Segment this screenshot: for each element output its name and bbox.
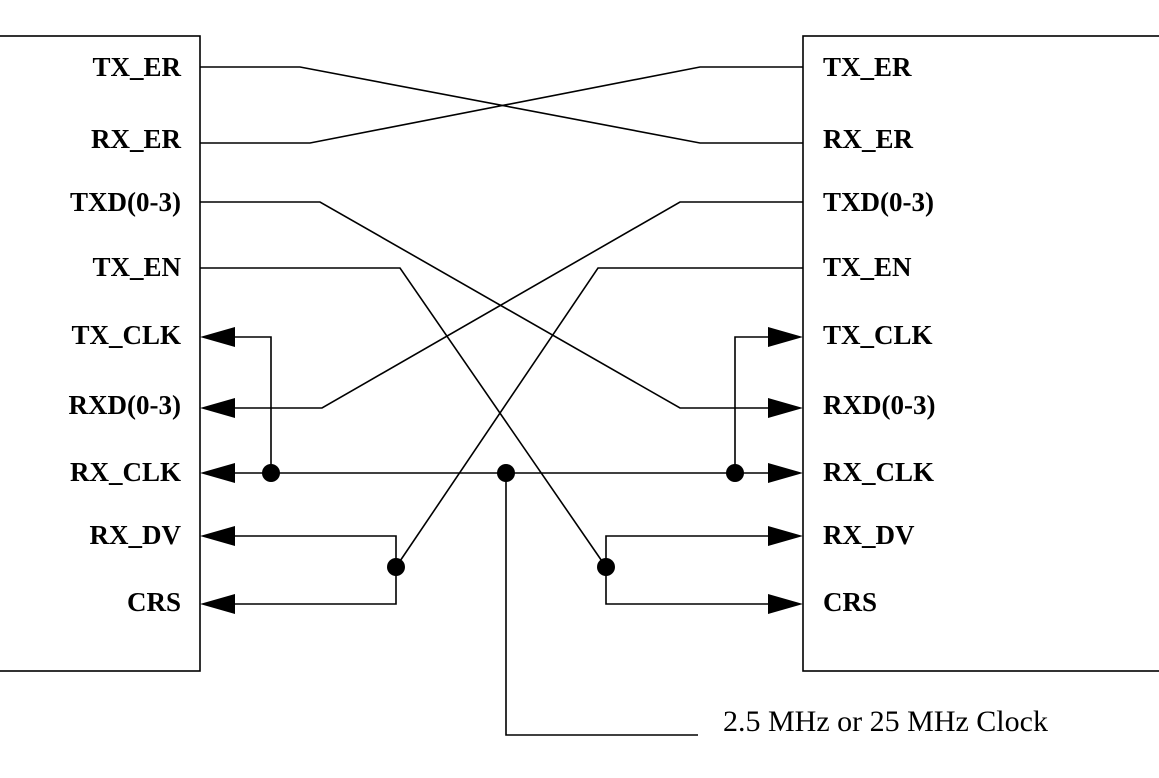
arrow-left-crs [200,594,235,614]
junction-left-clk [262,464,280,482]
wire-clock-source [505,473,698,736]
right-label-rx-er: RX_ER [823,124,914,154]
left-label-tx-clk: TX_CLK [71,320,181,350]
arrow-right-rx-clk [768,463,803,483]
right-label-crs: CRS [823,587,877,617]
left-label-rx-er: RX_ER [91,124,182,154]
right-label-rxd: RXD(0-3) [823,390,935,420]
arrow-left-tx-clk [200,327,235,347]
wire-rx-er-to-tx-er [200,66,803,144]
junction-right-rx-dv-crs [597,558,615,576]
right-label-tx-clk: TX_CLK [823,320,933,350]
wire-txd-right-to-rxd-left [232,201,803,409]
arrow-right-tx-clk [768,327,803,347]
junction-right-clk [726,464,744,482]
right-device-box [802,35,1159,672]
clock-source-label: 2.5 MHz or 25 MHz Clock [723,705,1048,738]
left-label-rx-dv: RX_DV [90,520,182,550]
wire-tx-en-right-to-rx-dv-left [395,267,803,568]
wire-txd-to-rxd [200,201,770,409]
right-label-rx-dv: RX_DV [823,520,915,550]
wire-crs-right-branch [605,567,770,605]
arrow-left-rx-clk [200,463,235,483]
arrow-right-crs [768,594,803,614]
arrow-right-rx-dv [768,526,803,546]
left-label-tx-en: TX_EN [92,252,181,282]
right-label-rx-clk: RX_CLK [823,457,934,487]
right-label-tx-en: TX_EN [823,252,912,282]
wire-crs-left-branch [232,567,397,605]
left-label-rxd: RXD(0-3) [69,390,181,420]
wire-tx-er-to-rx-er [200,66,803,144]
junction-left-rx-dv-crs [387,558,405,576]
left-label-txd: TXD(0-3) [70,187,181,217]
left-label-rx-clk: RX_CLK [70,457,181,487]
arrow-left-rx-dv [200,526,235,546]
wire-tx-clk-right-branch [734,336,770,473]
wire-tx-en-left-to-rx-dv-right [200,267,607,568]
wire-rx-dv-left-branch [232,535,397,567]
wire-tx-clk-left-branch [232,336,272,473]
arrow-left-rxd [200,398,235,418]
left-label-tx-er: TX_ER [92,52,181,82]
left-label-crs: CRS [127,587,181,617]
wire-rx-dv-right-branch [605,535,770,567]
arrow-right-rxd [768,398,803,418]
junction-clock-source [497,464,515,482]
left-device-box [0,35,201,672]
right-label-tx-er: TX_ER [823,52,912,82]
right-label-txd: TXD(0-3) [823,187,934,217]
